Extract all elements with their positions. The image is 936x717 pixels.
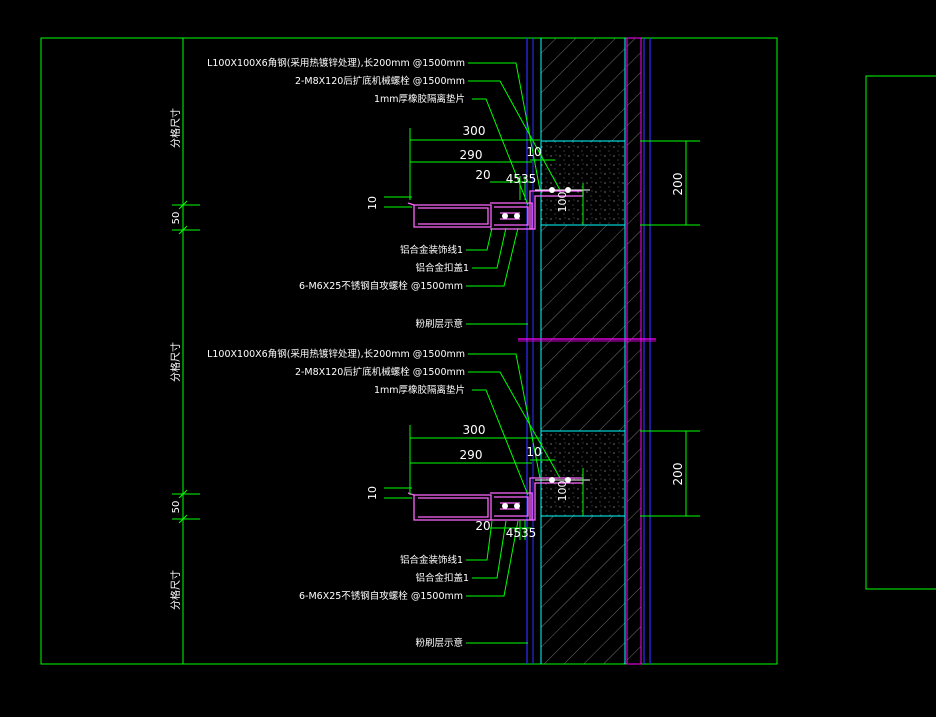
dimension-lines-upper bbox=[384, 128, 700, 226]
callout-angle-upper: L100X100X6角钢(采用热镀锌处理),长200mm @1500mm bbox=[207, 57, 465, 69]
dim-10b-lower: 10 bbox=[366, 486, 379, 500]
insulation-layer bbox=[626, 37, 642, 665]
plaster-note-upper: 粉刷层示意 bbox=[415, 318, 463, 330]
dim-100-lower: 100 bbox=[556, 481, 569, 502]
grid-size-label-2: 分格尺寸 bbox=[169, 342, 182, 382]
dim-10a-upper: 10 bbox=[526, 145, 541, 159]
lower-detail: 300 290 20 4535 10 10 100 200 L100X100X6… bbox=[207, 348, 700, 649]
dim-200-lower: 200 bbox=[671, 463, 685, 486]
leaders-upper bbox=[466, 62, 561, 325]
callout-trim-upper: 铝合金装饰线1 bbox=[400, 244, 463, 256]
dim-10a-lower: 10 bbox=[526, 445, 541, 459]
callout-cap-lower: 铝合金扣盖1 bbox=[415, 572, 469, 584]
dim-300-upper: 300 bbox=[463, 124, 486, 138]
callout-screw-upper: 6-M6X25不锈钢自攻螺栓 @1500mm bbox=[299, 280, 463, 292]
dim-290-upper: 290 bbox=[460, 148, 483, 162]
dim-4535-lower: 4535 bbox=[506, 526, 537, 540]
callout-bolt-lower: 2-M8X120后扩底机械螺栓 @1500mm bbox=[295, 366, 465, 378]
wall-section bbox=[518, 37, 656, 665]
dim-300-lower: 300 bbox=[463, 423, 486, 437]
leaders-lower bbox=[466, 353, 561, 644]
gap-label-bottom: 50 bbox=[171, 501, 182, 514]
gap-label-top: 50 bbox=[171, 212, 182, 225]
callout-pad-lower: 1mm厚橡胶隔离垫片 bbox=[374, 384, 465, 396]
grid-size-label-3: 分格尺寸 bbox=[169, 570, 182, 610]
dim-20-lower: 20 bbox=[475, 519, 490, 533]
dim-200-upper: 200 bbox=[671, 173, 685, 196]
dim-10b-upper: 10 bbox=[366, 196, 379, 210]
grid-size-label-1: 分格尺寸 bbox=[169, 108, 182, 148]
dim-20-upper: 20 bbox=[475, 168, 490, 182]
left-dimension-chain bbox=[172, 38, 200, 664]
dimension-lines-lower bbox=[384, 425, 700, 540]
upper-detail: 300 290 20 4535 10 10 100 200 L100X100X6… bbox=[207, 57, 700, 330]
callout-pad-upper: 1mm厚橡胶隔离垫片 bbox=[374, 93, 465, 105]
callout-angle-lower: L100X100X6角钢(采用热镀锌处理),长200mm @1500mm bbox=[207, 348, 465, 360]
callout-cap-upper: 铝合金扣盖1 bbox=[415, 262, 469, 274]
callout-screw-lower: 6-M6X25不锈钢自攻螺栓 @1500mm bbox=[299, 590, 463, 602]
callout-bolt-upper: 2-M8X120后扩底机械螺栓 @1500mm bbox=[295, 75, 465, 87]
callout-trim-lower: 铝合金装饰线1 bbox=[400, 554, 463, 566]
dim-4535-upper: 4535 bbox=[506, 172, 537, 186]
dim-100-upper: 100 bbox=[556, 192, 569, 213]
plaster-note-lower: 粉刷层示意 bbox=[415, 637, 463, 649]
aluminum-profile-lower bbox=[407, 492, 533, 521]
drawing-frame bbox=[40, 37, 778, 665]
aluminum-profile-upper bbox=[407, 202, 533, 230]
dim-290-lower: 290 bbox=[460, 448, 483, 462]
adjacent-frame bbox=[865, 75, 936, 590]
